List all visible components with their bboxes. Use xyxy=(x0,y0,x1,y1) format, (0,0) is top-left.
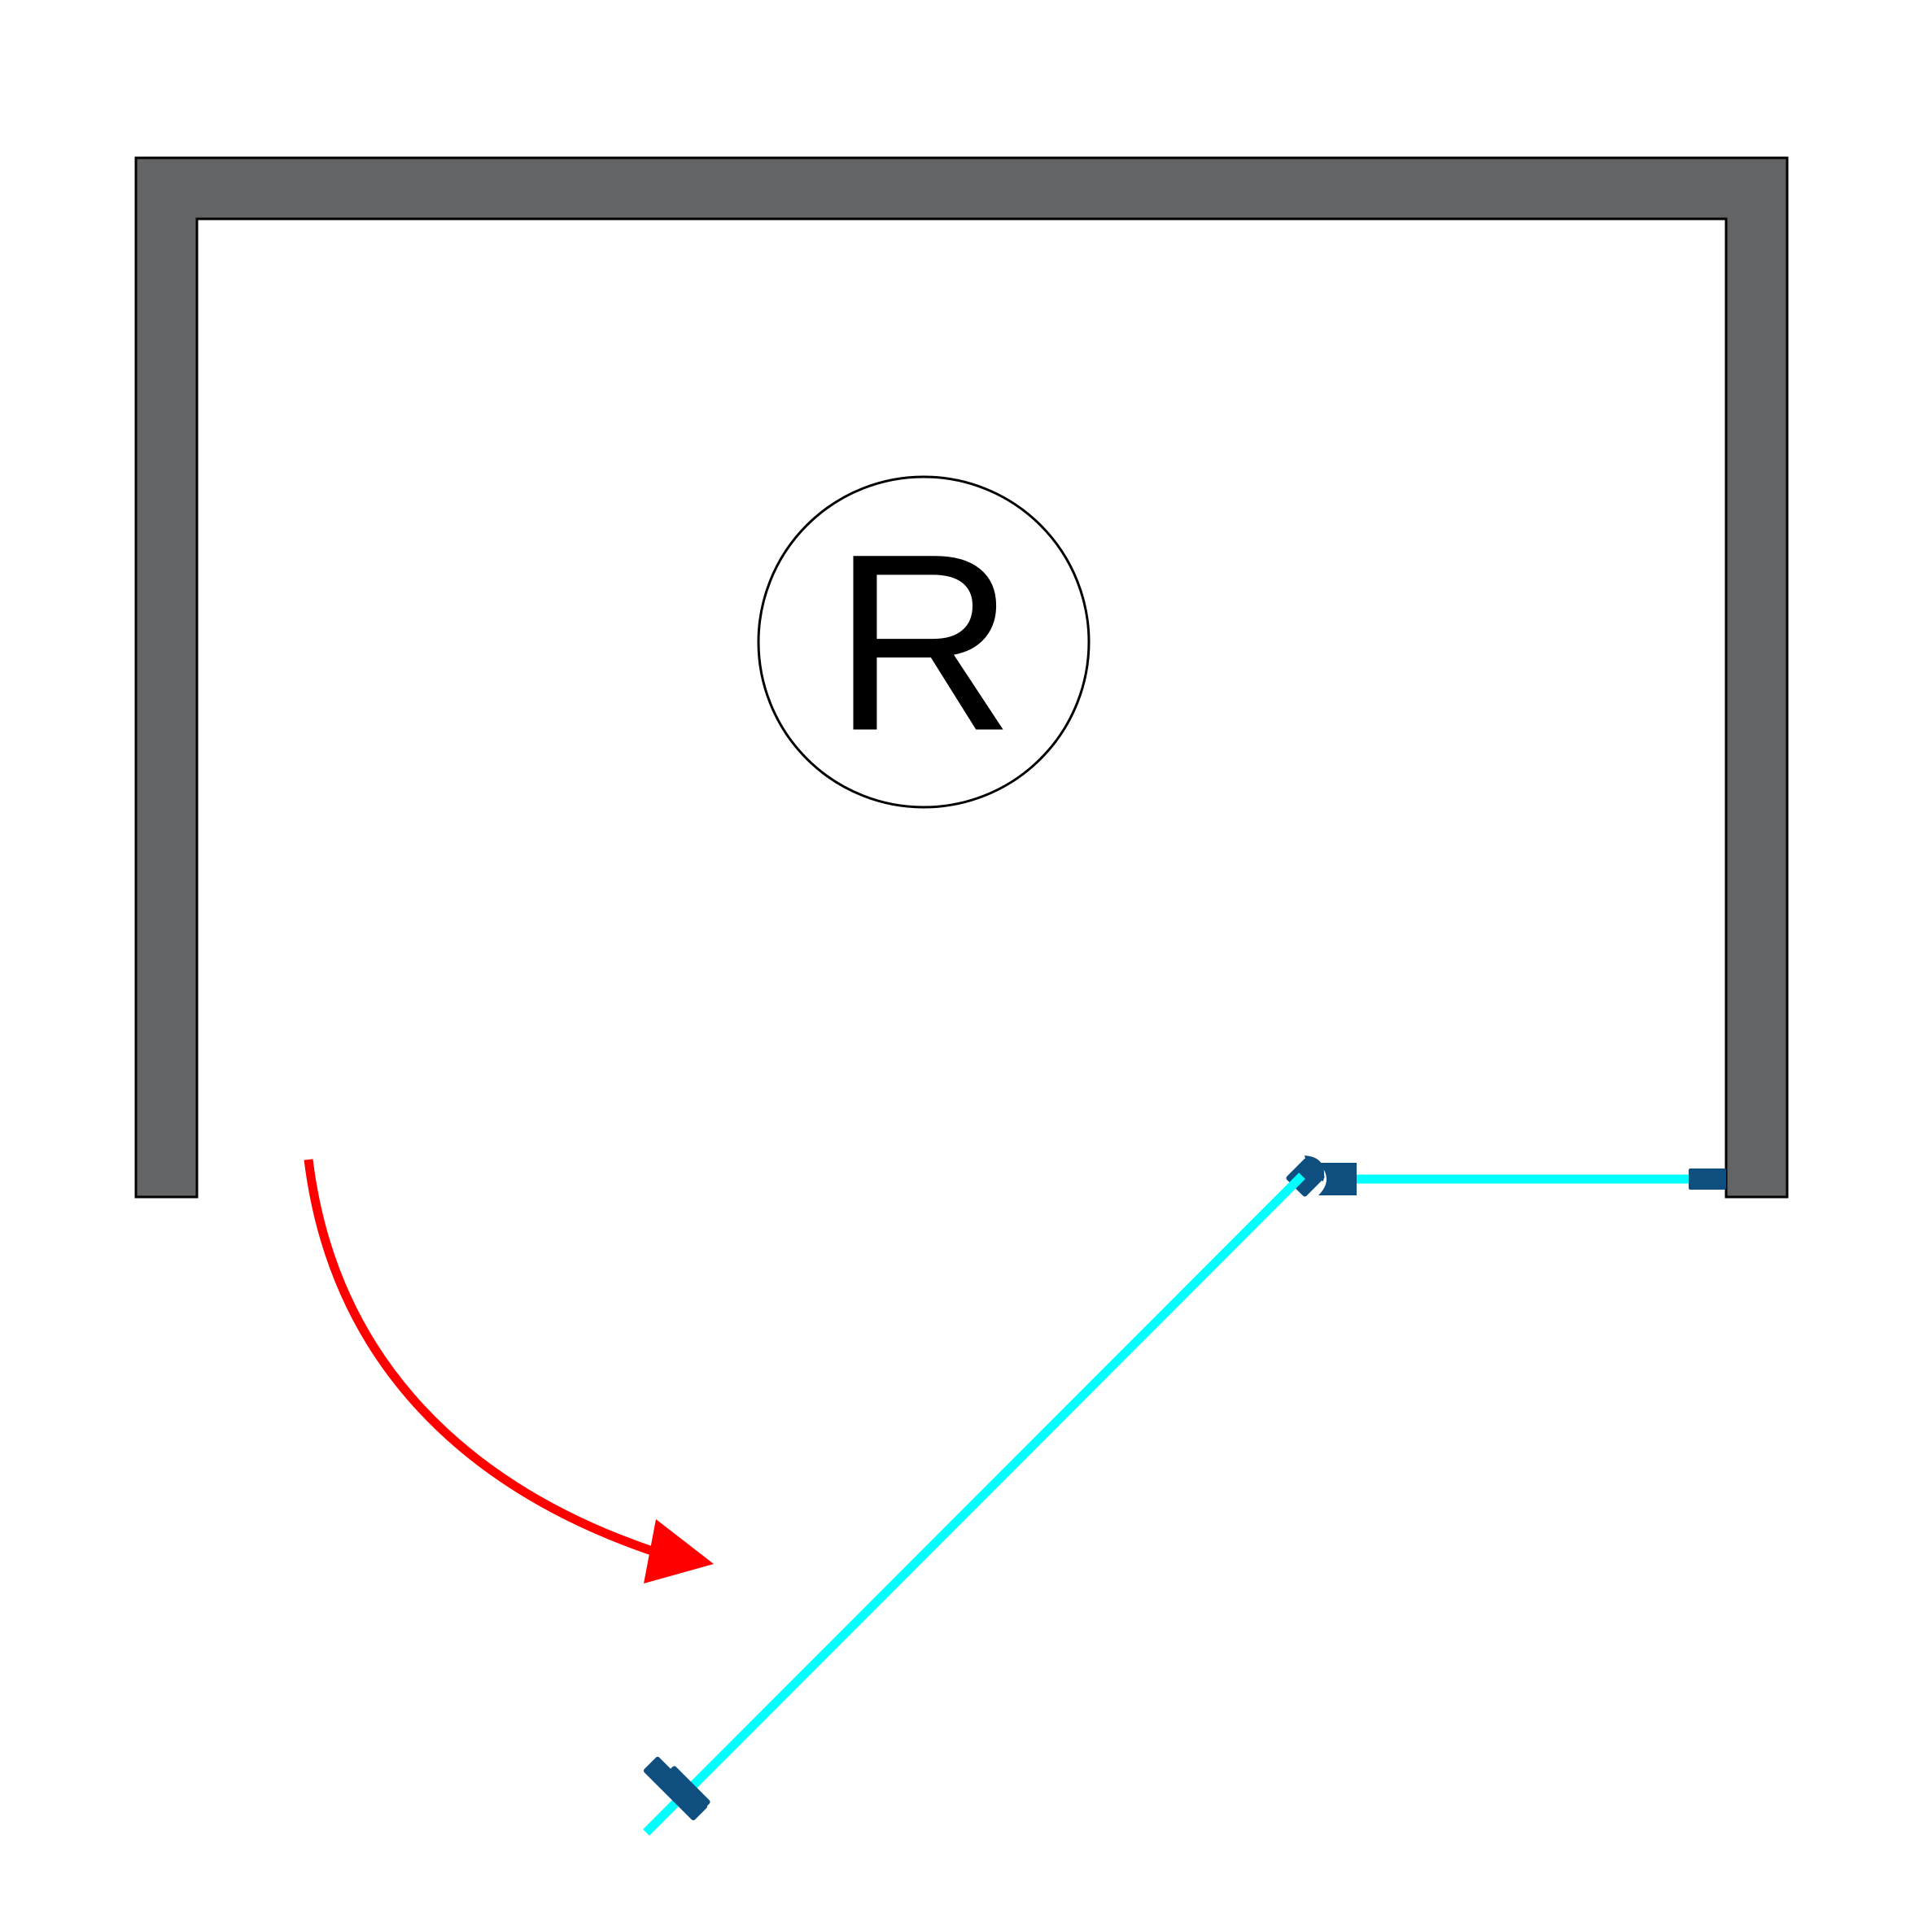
hinge-connector xyxy=(1318,1163,1357,1195)
enclosure-walls xyxy=(134,156,1789,1199)
swing-arrowhead xyxy=(644,1519,714,1583)
door-handle xyxy=(643,1756,710,1821)
swing-arc xyxy=(304,1159,658,1557)
wall-profile xyxy=(1689,1168,1726,1190)
orientation-badge: R xyxy=(757,475,1091,809)
door-glass-panel xyxy=(643,1173,1305,1836)
badge-letter: R xyxy=(833,501,1015,784)
wall-outline xyxy=(134,156,1789,1199)
swing-direction-arrow xyxy=(304,1159,714,1583)
badge-circle xyxy=(757,475,1091,809)
